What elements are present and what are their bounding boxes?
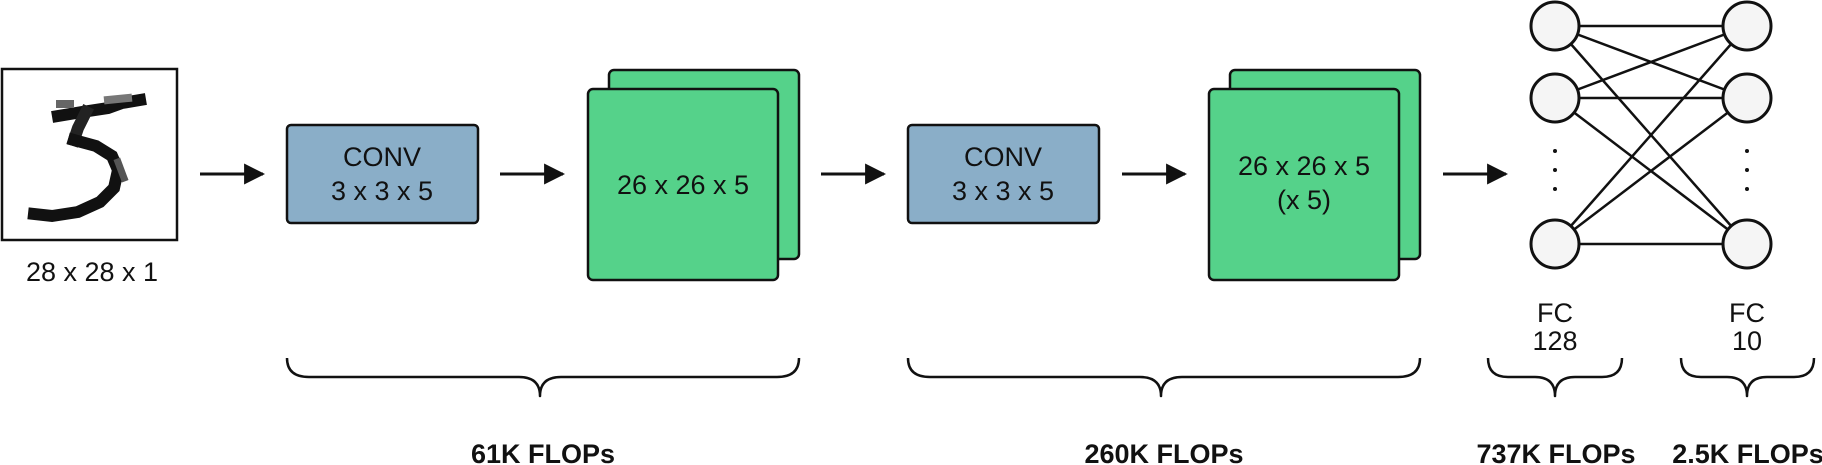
fc-connections — [1554, 24, 1748, 246]
conv-layer-1-title: CONV — [343, 142, 421, 172]
neuron — [1529, 72, 1581, 124]
fc-128-title: FC — [1537, 298, 1573, 328]
neuron — [1529, 0, 1581, 52]
brace-fc1 — [1486, 357, 1624, 398]
fc-10-units: 10 — [1732, 326, 1762, 356]
conv-layer-2-kernel: 3 x 3 x 5 — [952, 176, 1054, 206]
feature-map-1-label: 26 x 26 x 5 — [617, 170, 749, 200]
conv-layer-2: CONV 3 x 3 x 5 — [906, 123, 1101, 225]
input-image — [0, 67, 179, 242]
conv-layer-2-title: CONV — [964, 142, 1042, 172]
brace-fc2 — [1679, 357, 1816, 398]
fc-10-neurons — [1721, 0, 1773, 270]
fc-128-ellipsis-dots — [1553, 149, 1557, 191]
fc-10-ellipsis-dots — [1745, 149, 1749, 191]
fc-128-units: 128 — [1532, 326, 1577, 356]
flops-fc1-label: 737K FLOPs — [1476, 439, 1635, 465]
feature-map-2-size: 26 x 26 x 5 — [1238, 151, 1370, 181]
fc-10-title: FC — [1729, 298, 1765, 328]
neuron — [1721, 72, 1773, 124]
conv-layer-1-kernel: 3 x 3 x 5 — [331, 176, 433, 206]
brace-conv1 — [285, 357, 801, 398]
flops-conv2-label: 260K FLOPs — [1084, 439, 1243, 465]
flops-conv1-label: 61K FLOPs — [471, 439, 615, 465]
neuron — [1529, 218, 1581, 270]
brace-conv2 — [906, 357, 1422, 398]
feature-map-2-multiplier: (x 5) — [1277, 185, 1331, 215]
flops-fc2-label: 2.5K FLOPs — [1672, 439, 1822, 465]
neuron — [1721, 218, 1773, 270]
conv-layer-1: CONV 3 x 3 x 5 — [285, 123, 480, 225]
neuron — [1721, 0, 1773, 52]
fc-128-neurons — [1529, 0, 1581, 270]
feature-map-2: 26 x 26 x 5 (x 5) — [1207, 68, 1422, 282]
input-size-label: 28 x 28 x 1 — [26, 257, 158, 287]
feature-map-1: 26 x 26 x 5 — [586, 68, 801, 282]
digit-five-glyph — [27, 93, 147, 223]
